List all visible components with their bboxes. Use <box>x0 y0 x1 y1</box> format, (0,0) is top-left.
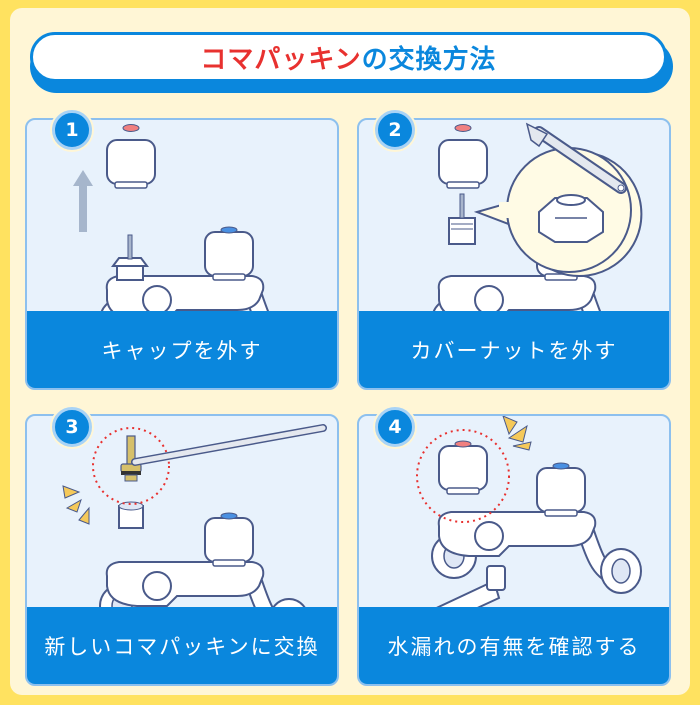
step-caption: 水漏れの有無を確認する <box>359 607 669 684</box>
title-highlight: コマパッキン <box>200 44 362 75</box>
title-rest: の交換方法 <box>361 44 497 75</box>
leak-check-illustration <box>359 416 671 686</box>
step-1-panel: キャップを外す <box>25 118 339 390</box>
step-caption: 新しいコマパッキンに交換 <box>27 607 337 684</box>
step-caption: カバーナットを外す <box>359 311 669 388</box>
step-4-badge: 4 <box>375 407 415 447</box>
page-title: コマパッキンの交換方法 <box>30 32 667 82</box>
step-2-panel: カバーナットを外す <box>357 118 671 390</box>
packing-replacement-illustration <box>27 424 327 686</box>
faucet-illustration <box>359 122 671 390</box>
step-1-badge: 1 <box>52 110 92 150</box>
step-3-badge: 3 <box>52 407 92 447</box>
faucet-illustration <box>27 124 339 390</box>
step-2-badge: 2 <box>375 110 415 150</box>
step-4-panel: 水漏れの有無を確認する <box>357 414 671 686</box>
step-caption: キャップを外す <box>27 311 337 388</box>
step-3-panel: 新しいコマパッキンに交換 <box>25 414 339 686</box>
